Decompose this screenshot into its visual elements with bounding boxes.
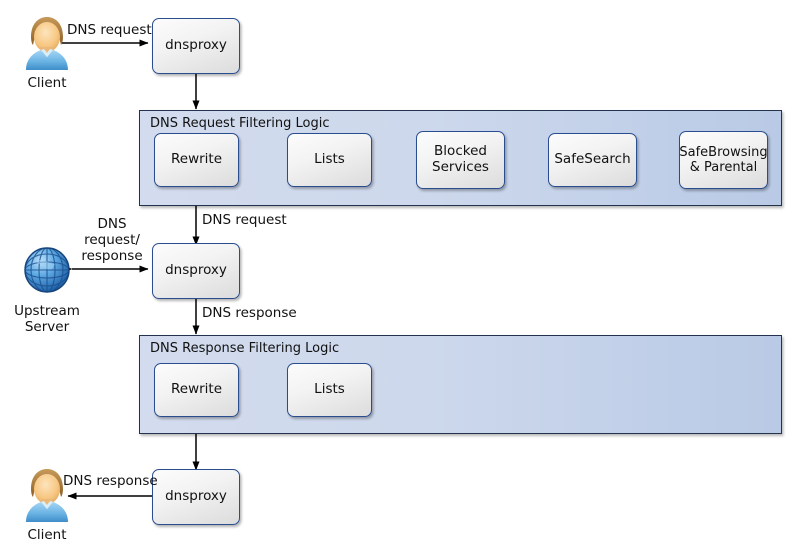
stage-safesearch[interactable]: SafeSearch	[548, 133, 637, 187]
dnsproxy-top-label: dnsproxy	[165, 37, 227, 54]
actor-client-top: Client	[14, 14, 80, 91]
actor-client-bottom-caption: Client	[27, 527, 67, 543]
dns-response-filtering-logic-group: DNS Response Filtering Logic	[139, 335, 782, 434]
globe-icon	[24, 247, 70, 293]
actor-client-bottom: Client	[14, 466, 80, 543]
dnsproxy-bottom-label: dnsproxy	[165, 488, 227, 505]
stage-lists-request-label: Lists	[314, 151, 345, 168]
dnsproxy-top[interactable]: dnsproxy	[152, 18, 240, 74]
stage-safebrowsing-parental[interactable]: SafeBrowsing& Parental	[679, 131, 768, 189]
edge-label-dnsproxy-to-client: DNS response	[63, 473, 158, 489]
stage-rewrite-request[interactable]: Rewrite	[154, 133, 239, 187]
edge-label-dnsproxy-to-request-filtering: DNS request	[202, 212, 287, 228]
stage-lists-response[interactable]: Lists	[287, 363, 372, 417]
dnsproxy-middle-label: dnsproxy	[165, 262, 227, 279]
person-icon	[26, 17, 68, 70]
stage-rewrite-response-label: Rewrite	[170, 381, 223, 398]
stage-safebrowsing-parental-label: SafeBrowsing& Parental	[679, 144, 768, 175]
edge-label-client-to-dnsproxy: DNS request	[67, 22, 152, 38]
stage-lists-request[interactable]: Lists	[287, 133, 372, 187]
stage-safesearch-label: SafeSearch	[554, 151, 631, 168]
dns-response-filtering-logic-title: DNS Response Filtering Logic	[150, 341, 340, 356]
dnsproxy-bottom[interactable]: dnsproxy	[152, 469, 240, 525]
dnsproxy-middle[interactable]: dnsproxy	[152, 243, 240, 299]
stage-rewrite-response[interactable]: Rewrite	[154, 363, 239, 417]
actor-client-top-caption: Client	[27, 75, 67, 91]
dns-request-filtering-logic-title: DNS Request Filtering Logic	[150, 116, 330, 131]
stage-rewrite-request-label: Rewrite	[170, 151, 223, 168]
edge-label-dnsproxy-to-response-filtering: DNS response	[202, 305, 297, 321]
stage-lists-response-label: Lists	[314, 381, 345, 398]
person-icon	[26, 469, 68, 522]
